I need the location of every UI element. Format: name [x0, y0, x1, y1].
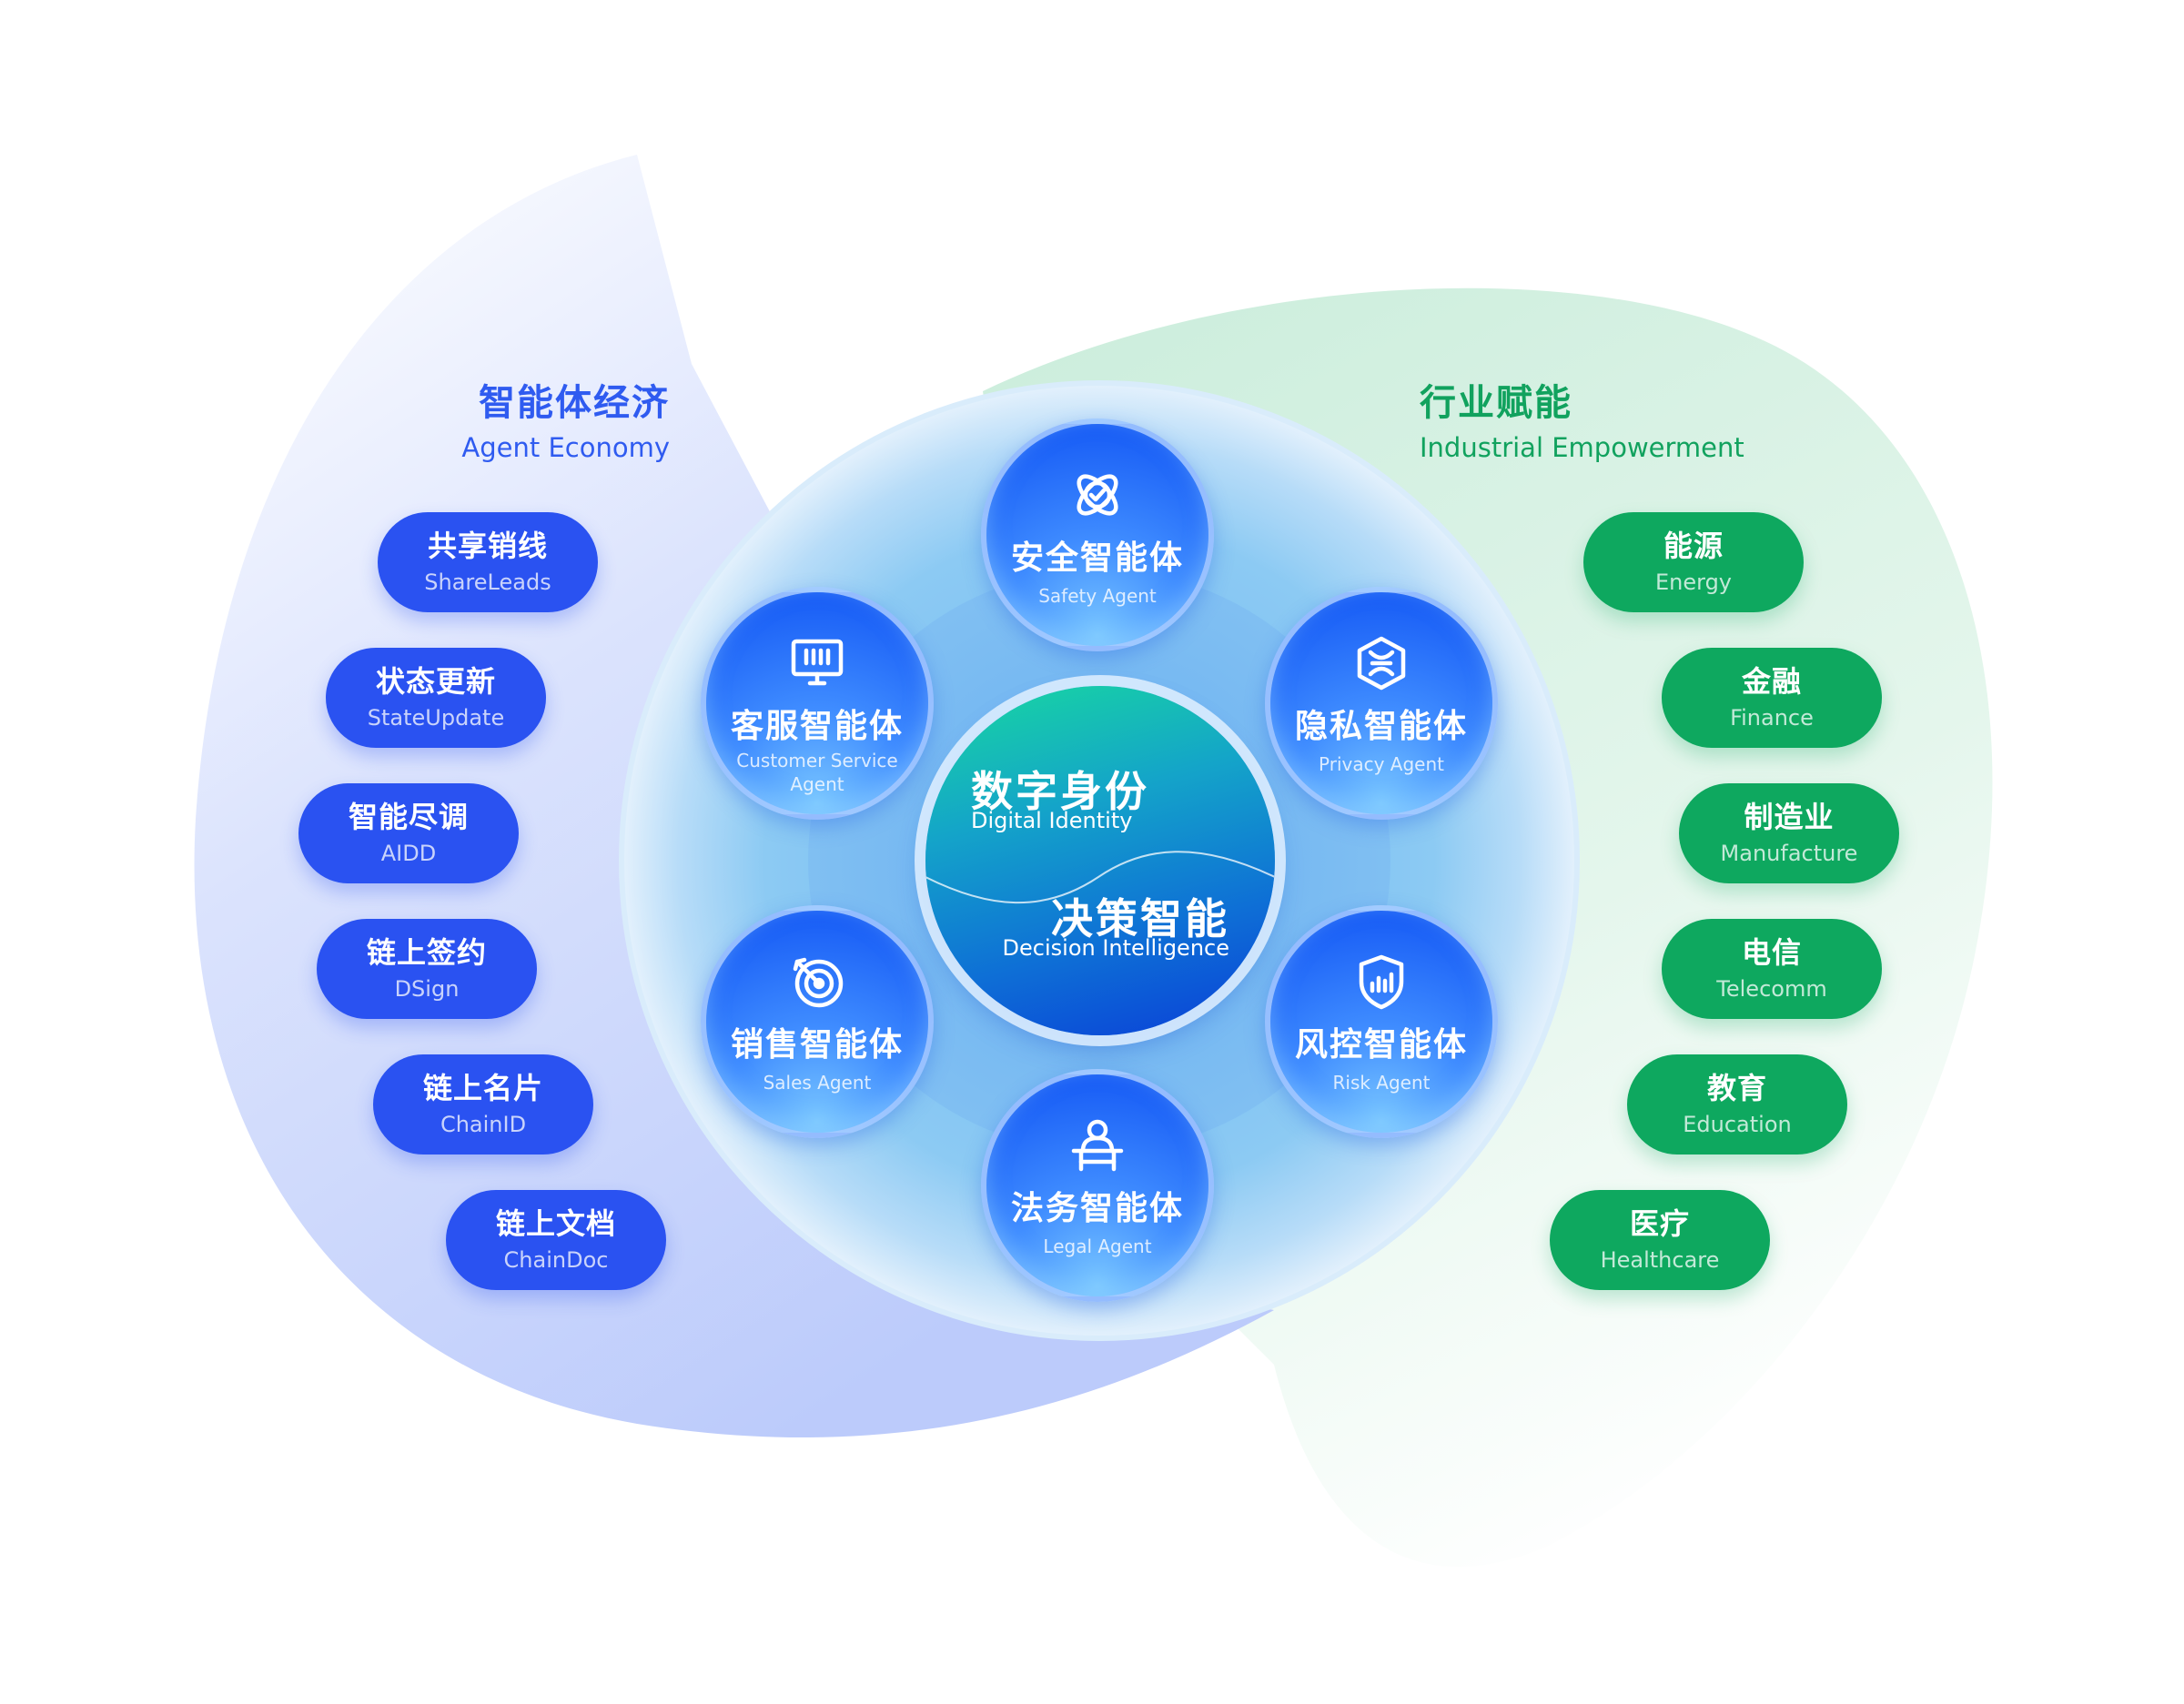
- pill-label-zh: 教育: [1706, 1071, 1767, 1105]
- pill-label-en: AIDD: [380, 841, 437, 866]
- pill-label-en: DSign: [394, 976, 460, 1002]
- agent-label-zh: 安全智能体: [1010, 539, 1184, 577]
- agent-safety: 安全智能体 Safety Agent: [981, 418, 1214, 651]
- pill-label-zh: 状态更新: [375, 664, 496, 699]
- agent-sales: 销售智能体 Sales Agent: [701, 905, 934, 1138]
- agent-label-en: Sales Agent: [763, 1072, 872, 1094]
- agent-label-zh: 销售智能体: [730, 1026, 904, 1064]
- pill-chaindoc: 链上文档 ChainDoc: [446, 1190, 666, 1290]
- pill-dsign: 链上签约 DSign: [317, 919, 537, 1019]
- pill-shareleads: 共享销线 ShareLeads: [378, 512, 598, 612]
- pill-label-en: Energy: [1654, 570, 1733, 595]
- pill-label-en: ChainID: [440, 1112, 527, 1137]
- agent-customer-service: 客服智能体 Customer Service Agent: [701, 587, 934, 820]
- hexagon-x-icon: [1270, 634, 1492, 692]
- pill-label-en: Finance: [1730, 705, 1814, 731]
- pill-label-zh: 链上名片: [422, 1071, 543, 1105]
- pill-label-zh: 共享销线: [427, 529, 548, 563]
- industrial-empowerment-title: 行业赋能: [1420, 382, 1572, 424]
- agent-label-zh: 隐私智能体: [1294, 708, 1468, 745]
- decision-intelligence-subtitle: Decision Intelligence: [1002, 935, 1229, 961]
- pill-label-zh: 智能尽调: [348, 800, 469, 834]
- pill-chainid: 链上名片 ChainID: [373, 1054, 593, 1154]
- core-circle: 数字身份 Digital Identity 决策智能 Decision Inte…: [925, 686, 1275, 1035]
- pill-label-en: Manufacture: [1720, 841, 1858, 866]
- pill-label-zh: 电信: [1741, 935, 1802, 970]
- pill-label-zh: 链上签约: [366, 935, 487, 970]
- atom-check-icon: [986, 466, 1208, 524]
- agent-economy-title: 智能体经济: [479, 382, 670, 424]
- pill-telecomm: 电信 Telecomm: [1662, 919, 1882, 1019]
- core-wave: [925, 851, 1275, 904]
- agent-risk: 风控智能体 Risk Agent: [1265, 905, 1498, 1138]
- agent-label-zh: 法务智能体: [1010, 1190, 1184, 1227]
- pill-label-en: Telecomm: [1716, 976, 1827, 1002]
- pill-education: 教育 Education: [1627, 1054, 1847, 1154]
- pill-label-en: ShareLeads: [424, 570, 551, 595]
- pill-energy: 能源 Energy: [1583, 512, 1804, 612]
- agent-label-en: Customer Service Agent: [736, 750, 898, 795]
- agent-label-zh: 风控智能体: [1294, 1026, 1468, 1064]
- agent-label-en: Privacy Agent: [1319, 753, 1444, 775]
- pill-aidd: 智能尽调 AIDD: [298, 783, 519, 883]
- pill-label-en: StateUpdate: [367, 705, 505, 731]
- agent-label-zh: 客服智能体: [730, 708, 904, 745]
- pill-label-zh: 制造业: [1744, 800, 1835, 834]
- pill-stateupdate: 状态更新 StateUpdate: [326, 648, 546, 748]
- decision-intelligence-title: 决策智能: [1051, 894, 1229, 943]
- agent-label-en: Safety Agent: [1038, 585, 1157, 607]
- agent-privacy: 隐私智能体 Privacy Agent: [1265, 587, 1498, 820]
- monitor-icon: [706, 634, 928, 692]
- pill-label-en: ChainDoc: [503, 1247, 609, 1273]
- agent-label-en: Legal Agent: [1043, 1235, 1152, 1257]
- pill-label-zh: 链上文档: [495, 1206, 616, 1241]
- target-icon: [706, 953, 928, 1011]
- person-desk-icon: [986, 1116, 1208, 1175]
- pill-healthcare: 医疗 Healthcare: [1550, 1190, 1770, 1290]
- digital-identity-title: 数字身份: [971, 767, 1149, 816]
- pill-manufacture: 制造业 Manufacture: [1679, 783, 1899, 883]
- pill-label-en: Education: [1683, 1112, 1792, 1137]
- pill-label-en: Healthcare: [1600, 1247, 1720, 1273]
- pill-finance: 金融 Finance: [1662, 648, 1882, 748]
- industrial-empowerment-subtitle: Industrial Empowerment: [1420, 432, 1744, 463]
- pill-label-zh: 能源: [1663, 529, 1724, 563]
- pill-label-zh: 医疗: [1629, 1206, 1690, 1241]
- agent-legal: 法务智能体 Legal Agent: [981, 1069, 1214, 1302]
- digital-identity-subtitle: Digital Identity: [971, 808, 1133, 833]
- pill-label-zh: 金融: [1741, 664, 1802, 699]
- agent-label-en: Risk Agent: [1332, 1072, 1431, 1094]
- shield-chart-icon: [1270, 953, 1492, 1011]
- agent-economy-subtitle: Agent Economy: [461, 432, 670, 463]
